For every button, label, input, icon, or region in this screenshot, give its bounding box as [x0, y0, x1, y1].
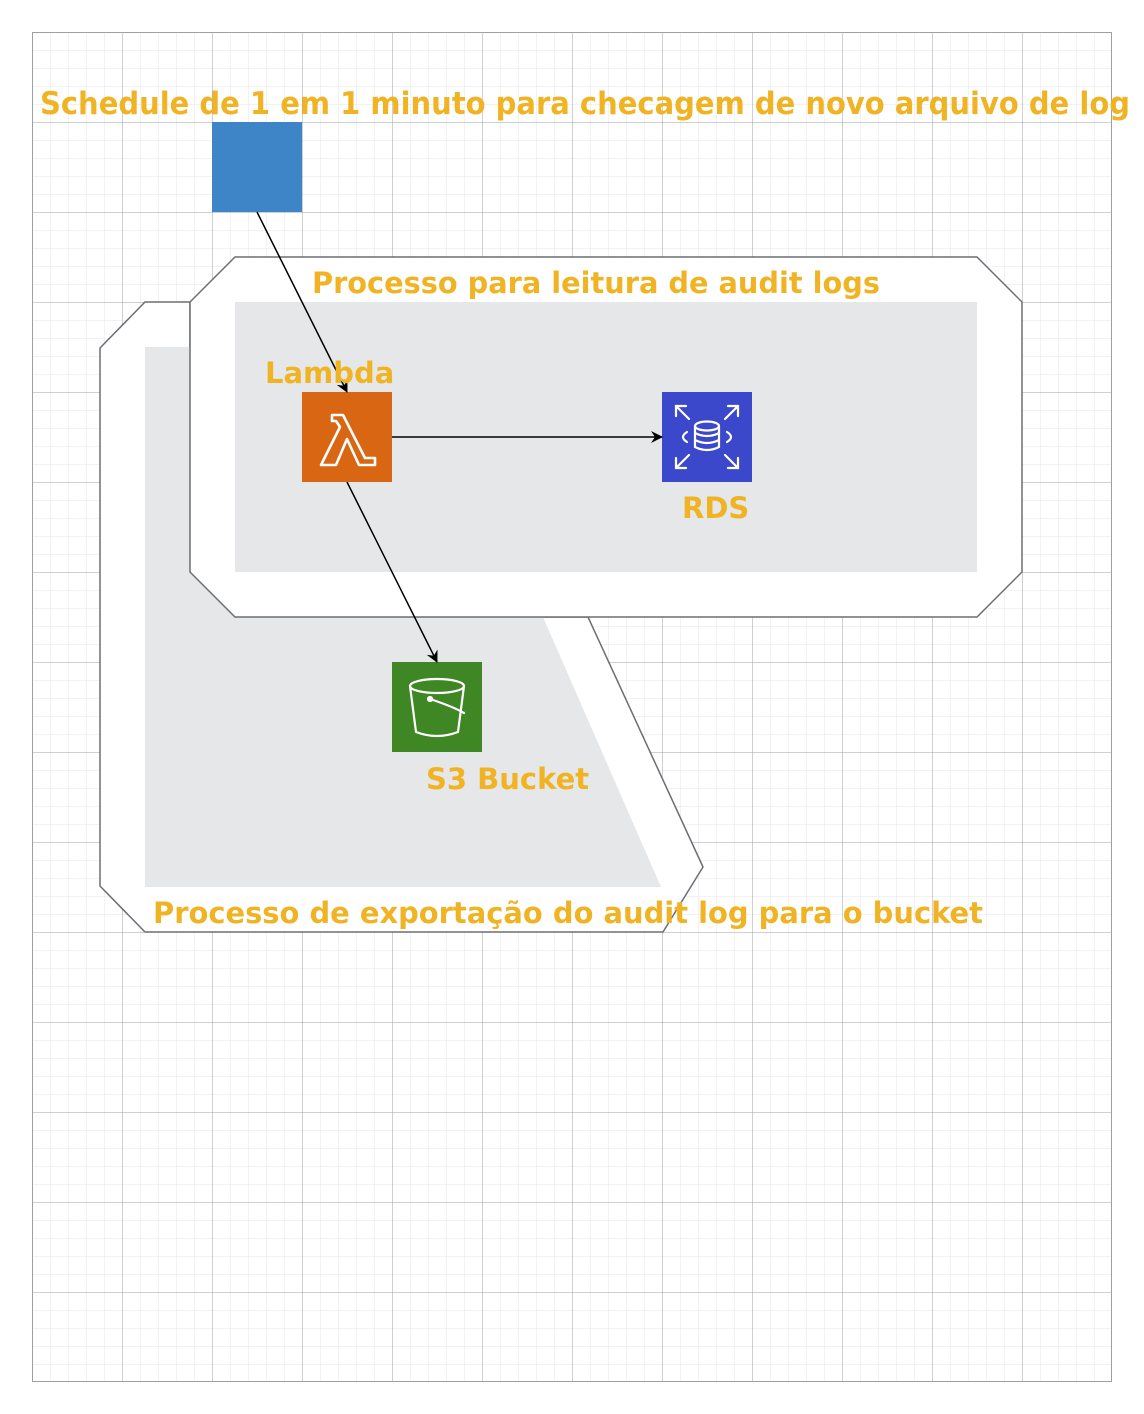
lambda-label: Lambda: [265, 356, 394, 390]
s3-node[interactable]: [392, 662, 482, 752]
edge-lambda-s3: [346, 481, 438, 663]
lambda-icon: [319, 413, 377, 467]
export-group-label: Processo de exportação do audit log para…: [153, 896, 983, 930]
schedule-block[interactable]: [212, 122, 302, 212]
s3-bucket-icon: [408, 677, 466, 738]
rds-icon: [674, 404, 740, 470]
read-group-label: Processo para leitura de audit logs: [312, 266, 880, 300]
edge-schedule-lambda: [256, 211, 348, 393]
connectors: [256, 211, 663, 663]
s3-label: S3 Bucket: [426, 762, 589, 796]
rds-node[interactable]: [662, 392, 752, 482]
schedule-label: Schedule de 1 em 1 minuto para checagem …: [40, 86, 1130, 122]
lambda-node[interactable]: [302, 392, 392, 482]
rds-label: RDS: [682, 491, 749, 525]
